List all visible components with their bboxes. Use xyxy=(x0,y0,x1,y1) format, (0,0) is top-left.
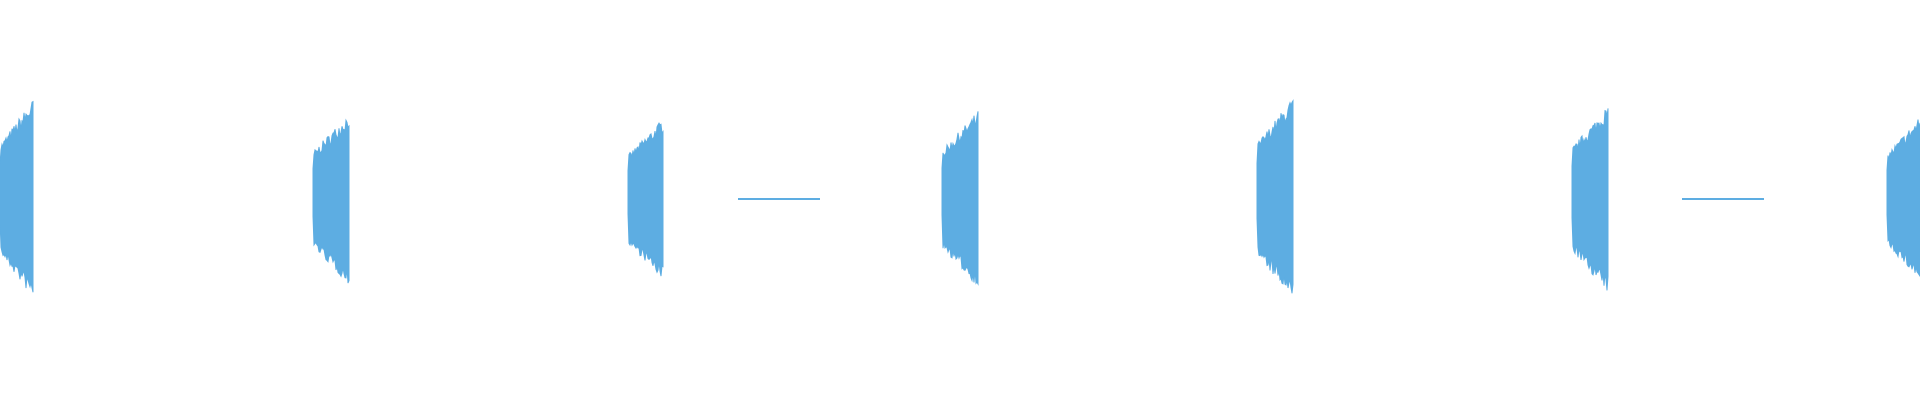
waveform-burst-segment xyxy=(312,118,350,284)
waveform-burst-segment xyxy=(1256,99,1294,294)
waveform-burst-segment xyxy=(1886,119,1920,278)
waveform-burst-segment xyxy=(627,122,664,277)
waveform-burst-segment xyxy=(0,100,34,293)
waveform-burst-segment xyxy=(941,111,979,286)
